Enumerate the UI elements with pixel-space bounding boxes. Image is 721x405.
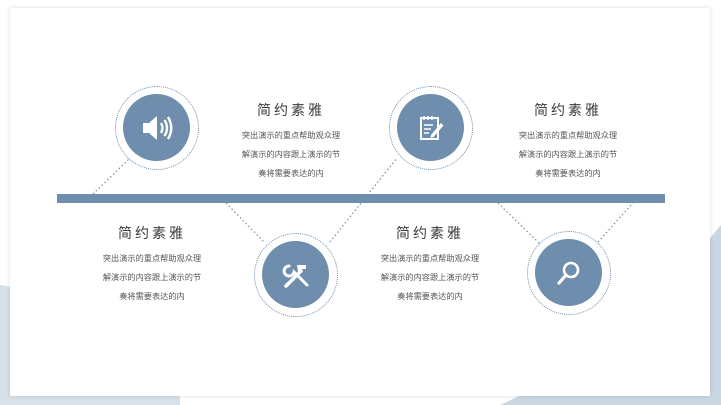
item-desc-line: 奏将需要表达的内: [397, 291, 463, 301]
connector-line: [92, 157, 131, 195]
text-block-4: 简约素雅 突出演示的重点帮助观众理 解演示的内容跟上演示的节 奏将需要表达的内: [355, 223, 505, 306]
item-desc-line: 解演示的内容跟上演示的节: [380, 272, 480, 282]
icon-circle-fill: [535, 239, 602, 306]
text-block-2: 简约素雅 突出演示的重点帮助观众理 解演示的内容跟上演示的节 奏将需要表达的内: [493, 100, 643, 183]
item-desc-line: 解演示的内容跟上演示的节: [102, 272, 202, 282]
item-desc-line: 突出演示的重点帮助观众理: [380, 253, 480, 263]
item-desc-line: 突出演示的重点帮助观众理: [102, 253, 202, 263]
icon-circle-4: [527, 231, 611, 315]
text-block-1: 简约素雅 突出演示的重点帮助观众理 解演示的内容跟上演示的节 奏将需要表达的内: [216, 100, 366, 183]
icon-circle-3: [389, 86, 473, 170]
speaker-icon: [142, 115, 172, 140]
item-desc-line: 解演示的内容跟上演示的节: [241, 149, 341, 159]
item-title: 简约素雅: [396, 226, 464, 242]
icon-circle-fill: [123, 94, 190, 161]
text-block-3: 简约素雅 突出演示的重点帮助观众理 解演示的内容跟上演示的节 奏将需要表达的内: [77, 223, 227, 306]
timeline-bar: [57, 194, 665, 203]
item-desc-line: 奏将需要表达的内: [535, 168, 601, 178]
connector-line: [597, 202, 634, 243]
item-title: 简约素雅: [118, 226, 186, 242]
item-desc-line: 解演示的内容跟上演示的节: [518, 149, 618, 159]
icon-circle-fill: [397, 94, 464, 161]
magnifier-icon: [556, 261, 579, 285]
item-title: 简约素雅: [257, 103, 325, 119]
notepad-pen-icon: [419, 115, 443, 140]
item-desc-line: 突出演示的重点帮助观众理: [518, 130, 618, 140]
icon-circle-1: [115, 86, 199, 170]
icon-circle-2: [254, 233, 338, 317]
item-desc-line: 奏将需要表达的内: [258, 168, 324, 178]
icon-circle-fill: [262, 241, 329, 308]
connector-line: [225, 202, 265, 243]
item-title: 简约素雅: [534, 103, 602, 119]
item-desc-line: 奏将需要表达的内: [119, 291, 185, 301]
item-desc-line: 突出演示的重点帮助观众理: [241, 130, 341, 140]
tools-icon: [282, 264, 308, 288]
